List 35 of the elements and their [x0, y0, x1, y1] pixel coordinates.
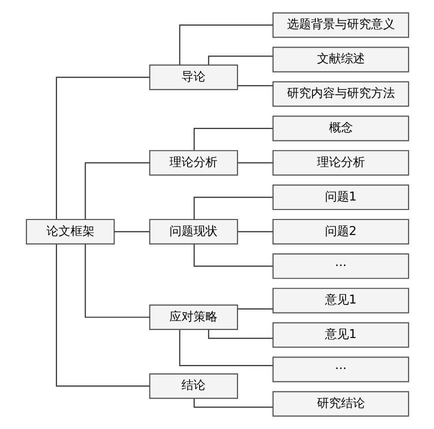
connector [55, 244, 149, 387]
connector [237, 308, 272, 310]
node-box: 问题2 [272, 218, 409, 244]
node-box: 选题背景与研究意义 [272, 12, 409, 38]
node-box: 结论 [148, 373, 238, 399]
connector [178, 330, 272, 366]
connector [84, 162, 150, 220]
connector [208, 56, 272, 65]
connector [237, 85, 272, 86]
node-box: 理论分析 [272, 150, 409, 176]
node-box: 问题1 [272, 184, 409, 210]
node-box: 导论 [148, 64, 238, 90]
connector [178, 24, 272, 65]
connector [55, 76, 149, 220]
connector [237, 231, 272, 232]
node-box: 研究内容与研究方法 [272, 81, 409, 107]
connector [193, 196, 272, 220]
connector [84, 244, 150, 318]
node-box: 问题现状 [148, 218, 238, 244]
connector [208, 330, 272, 339]
node-box: 论文框架 [25, 218, 114, 244]
node-box: ··· [272, 253, 409, 279]
node-box: 意见1 [272, 288, 409, 314]
node-box: 意见1 [272, 322, 409, 348]
node-box: 应对策略 [148, 304, 238, 330]
node-box: 概念 [272, 116, 409, 142]
connector [237, 162, 272, 164]
connector [193, 128, 272, 150]
node-box: 研究结论 [272, 391, 409, 417]
connector [193, 398, 272, 408]
node-box: ··· [272, 356, 409, 382]
node-box: 文献综述 [272, 46, 409, 72]
connector [193, 244, 272, 267]
connector [114, 231, 149, 232]
node-box: 理论分析 [148, 150, 238, 176]
